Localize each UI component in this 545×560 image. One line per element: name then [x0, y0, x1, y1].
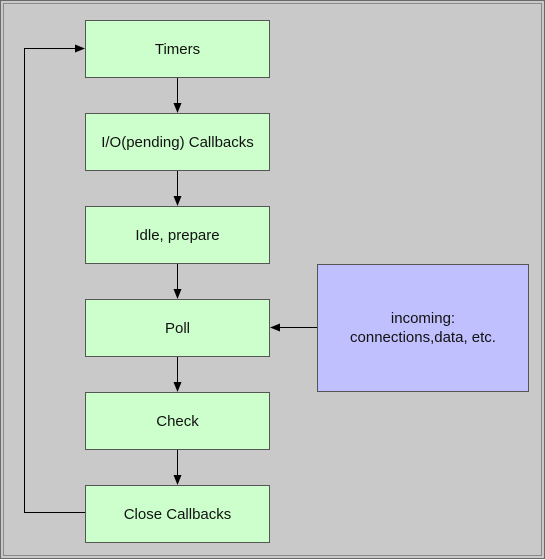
node-incoming-connections: incoming: connections,data, etc.: [317, 264, 529, 392]
edge-close-to-timers: [24, 44, 85, 513]
node-timers: Timers: [85, 20, 270, 78]
node-check: Check: [85, 392, 270, 450]
node-io-pending-callbacks: I/O(pending) Callbacks: [85, 113, 270, 171]
node-close-callbacks: Close Callbacks: [85, 485, 270, 543]
node-idle-prepare: Idle, prepare: [85, 206, 270, 264]
node-poll: Poll: [85, 299, 270, 357]
